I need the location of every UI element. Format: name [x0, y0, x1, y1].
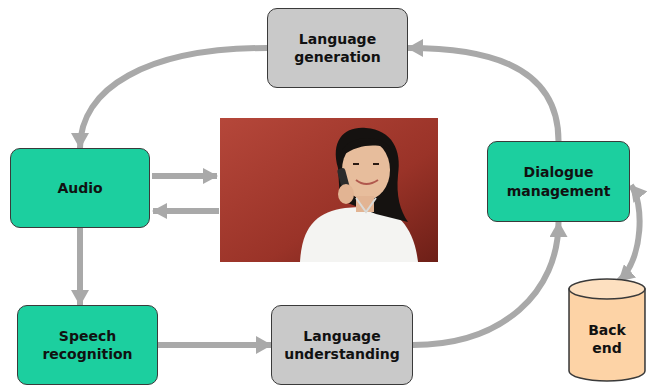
- process-box: Audio: [10, 148, 150, 228]
- process-box: Dialogue management: [487, 141, 630, 222]
- process-box: Language generation: [267, 8, 408, 88]
- node-label: Language generation: [275, 30, 400, 66]
- node-label: Language understanding: [279, 327, 405, 363]
- node-label: Audio: [57, 179, 102, 197]
- hair: [336, 128, 408, 222]
- collar: [356, 198, 376, 212]
- photo-background: [220, 118, 438, 262]
- flow-arrow: [158, 342, 271, 348]
- flow-arrow: [413, 222, 559, 345]
- audio-in-arrow: [153, 208, 219, 214]
- audio-out-arrow: [152, 173, 217, 179]
- process-box: Speech recognition: [17, 305, 158, 385]
- hand: [338, 184, 354, 204]
- node-label: Back end: [576, 321, 638, 357]
- photo: [220, 118, 438, 262]
- smile: [356, 180, 378, 184]
- flow-arrow: [80, 48, 267, 148]
- eyes: [353, 163, 379, 165]
- process-box: Language understanding: [271, 305, 413, 385]
- node-label: Speech recognition: [25, 327, 150, 363]
- fringe: [342, 138, 392, 156]
- node-label: Dialogue management: [495, 163, 622, 199]
- database-cylinder: Back end: [568, 278, 646, 382]
- flow-arrow: [408, 48, 559, 141]
- flow-arrow: [77, 228, 83, 305]
